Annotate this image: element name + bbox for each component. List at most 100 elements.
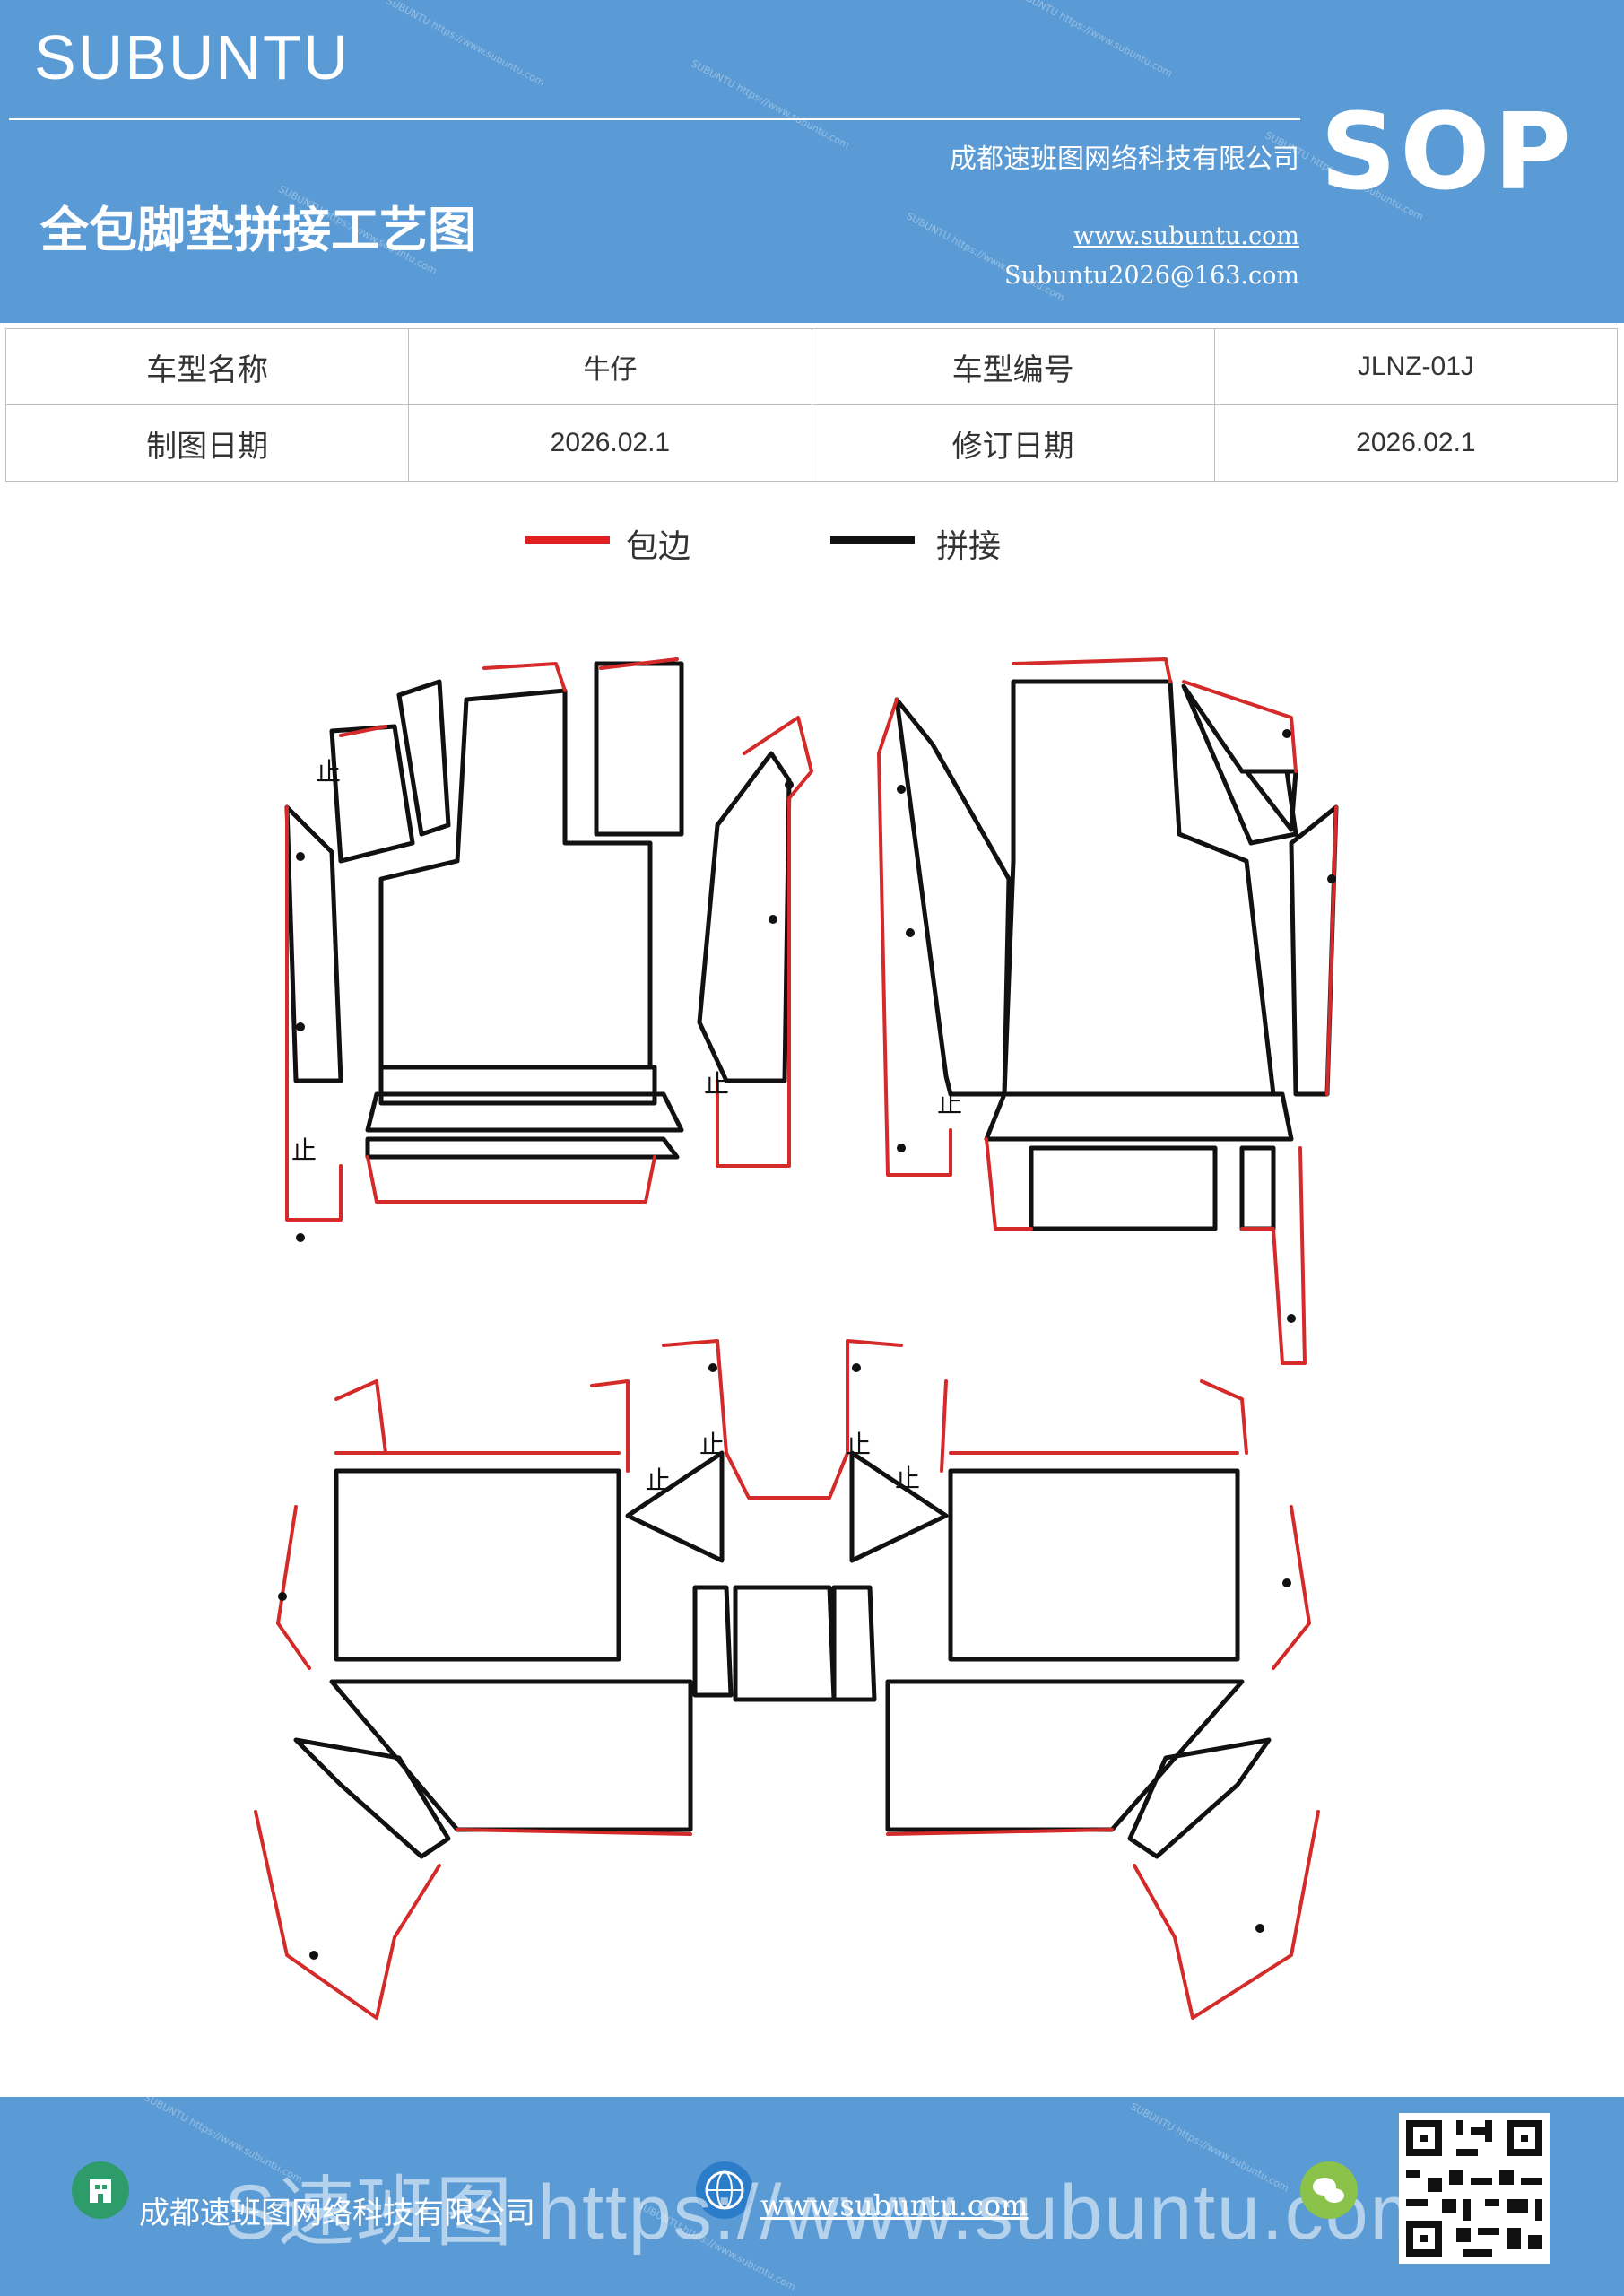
header-banner: SUBUNTU https://www.subuntu.com SUBUNTU … [0,0,1624,323]
marker-dot [296,1233,305,1242]
brand-name: SUBUNTU [34,22,351,92]
marker-dot [708,1363,717,1372]
rear-right-wedge [849,1450,949,1563]
edge-rear-right-floor-bottom [886,1828,1114,1836]
qr-code [1399,2113,1550,2264]
edge-front-left-sill-bottom [366,1155,656,1204]
legend: 包边 拼接 [0,527,1624,572]
edge-rear-right-arch [1133,1810,1320,2020]
front-left-pedal-strip [396,679,451,837]
front-left-main-top [378,1065,657,1106]
watermark: SUBUNTU https://www.subuntu.com [904,210,1067,304]
globe-icon [696,2161,753,2219]
front-left-door-inner [284,804,343,1083]
globe-icon-glyph [705,2170,744,2210]
header-divider [9,118,1300,120]
watermark: SUBUNTU https://www.subuntu.com [689,57,852,152]
edge-front-right-top [1012,657,1172,683]
stop-label: 止 [291,1135,317,1165]
marker-dot [785,780,794,789]
marker-dot [309,1951,318,1960]
legend-swatch-seam [830,536,915,544]
value-model-name: 牛仔 [408,328,812,405]
rear-center-tunnel [733,1585,837,1702]
edge-rear-left-door [276,1505,311,1670]
front-left-tunnel-inner [697,751,792,1083]
label-drawing-date: 制图日期 [4,404,410,482]
edge-binding-lines [254,657,1338,2020]
stop-label: 止 [846,1430,871,1459]
rear-left-tunnel-strip [692,1585,734,1698]
building-icon-glyph [90,2179,111,2203]
edge-front-right-tunnel [877,698,952,1177]
rear-right-seat-mat [948,1468,1240,1662]
edge-front-left-side-top [599,657,679,670]
stop-label: 止 [316,757,341,787]
edge-rear-left-corner [334,1379,387,1455]
value-revision-date: 2026.02.1 [1213,404,1619,482]
edge-front-left-tunnel [716,716,813,1168]
rear-left-floor [329,1679,693,1832]
footer-watermark-overlay: S速班图 https://www.subuntu.com [224,2170,1437,2256]
marker-dot [1287,1314,1296,1323]
marker-dot [769,915,777,924]
vehicle-info-table: 车型名称 牛仔 车型编号 JLNZ-01J 制图日期 2026.02.1 修订日… [4,328,1619,482]
edge-rear-left-arch [254,1810,441,2020]
edge-front-right-door [1325,805,1338,1096]
stop-labels: 止 止 止 止 止 止 止 止 [291,757,962,1495]
stop-label: 止 [704,1069,729,1099]
front-left-sill [365,1091,684,1133]
rear-left-arch-panel [293,1737,451,1859]
rear-left-wedge [625,1450,725,1563]
marker-dot [852,1363,861,1372]
sop-badge: SOP [1320,90,1575,213]
label-model-code: 车型编号 [811,328,1215,405]
legend-label-seam: 拼接 [936,528,1002,565]
front-left-sill-lower [365,1136,680,1160]
seam-lines [284,661,1339,1859]
stop-label: 止 [699,1430,725,1459]
wechat-icon [1300,2161,1358,2219]
front-left-kick-panel [329,724,415,864]
front-left-side-panel [594,661,684,837]
table-row: 制图日期 2026.02.1 修订日期 2026.02.1 [4,404,1619,482]
front-right-sill [984,1091,1294,1142]
marker-dot [1282,729,1291,738]
edge-rear-left-tab [590,1379,630,1473]
building-icon [72,2161,129,2219]
stop-label: 止 [937,1089,962,1118]
edge-front-right-tab [1240,1146,1307,1365]
front-left-main-mat [378,688,653,1070]
edge-front-left-door [285,805,343,1222]
watermark: SUBUNTU https://www.subuntu.com [384,0,547,89]
front-right-triangle [1244,769,1298,832]
stop-label: 止 [646,1465,671,1495]
wechat-icon-glyph [1313,2178,1344,2203]
edge-rear-right-tunnel-tab [846,1339,903,1455]
edge-rear-center-top [725,1451,849,1500]
front-right-main-mat [1002,679,1276,1097]
stop-label: 止 [895,1464,920,1493]
value-drawing-date: 2026.02.1 [408,404,812,482]
marker-dot [296,1022,305,1031]
website-link[interactable]: www.subuntu.com [1073,222,1299,250]
edge-rear-left-tunnel-tab [662,1339,728,1455]
marker-dot [1327,874,1336,883]
stop-mark-dots [278,729,1336,1960]
marker-dot [906,928,915,937]
marker-dot [296,852,305,861]
marker-dot [897,785,906,794]
marker-dot [1255,1924,1264,1933]
footer-website-link[interactable]: www.subuntu.com [760,2188,1029,2222]
edge-rear-right-tab [940,1379,948,1473]
front-right-tunnel-inner [894,697,1012,1097]
legend-label-edge: 包边 [626,528,691,565]
table-row: 车型名称 牛仔 车型编号 JLNZ-01J [4,328,1619,405]
value-model-code: JLNZ-01J [1213,328,1619,405]
edge-rear-right-corner [1200,1379,1248,1455]
email-address: Subuntu2026@163.com [1004,262,1299,290]
legend-swatch-edge [525,536,610,544]
floor-mat-diagram: 止 止 止 止 止 止 止 止 [254,657,1339,2020]
edge-front-right-panel [1182,680,1298,773]
front-right-upper-panel [1181,683,1298,846]
